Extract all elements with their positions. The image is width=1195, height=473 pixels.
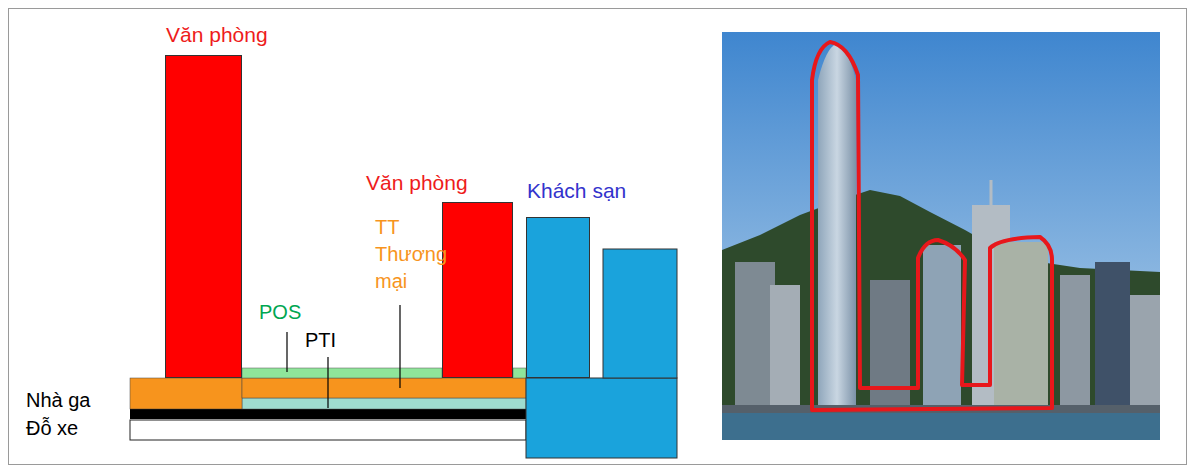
- frame: [9, 9, 1187, 465]
- hotel-tower: Khách sạn: [526, 217, 590, 378]
- parking-label: Đỗ xe: [26, 415, 78, 442]
- mall-label: TT Thương mại: [375, 214, 460, 295]
- node-heading: Khách sạn: [527, 178, 626, 203]
- skyline-photo: [722, 32, 1160, 440]
- office-tower: Văn phòng: [165, 55, 242, 378]
- pti-label: PTI: [305, 327, 336, 354]
- pos-label: POS: [259, 299, 301, 326]
- leader-lines: [287, 305, 400, 408]
- node-heading: Văn phòng: [166, 22, 268, 47]
- office-tower: Văn phòng: [442, 202, 513, 378]
- node-heading: Văn phòng: [366, 170, 468, 195]
- station-label: Nhà ga: [26, 387, 91, 414]
